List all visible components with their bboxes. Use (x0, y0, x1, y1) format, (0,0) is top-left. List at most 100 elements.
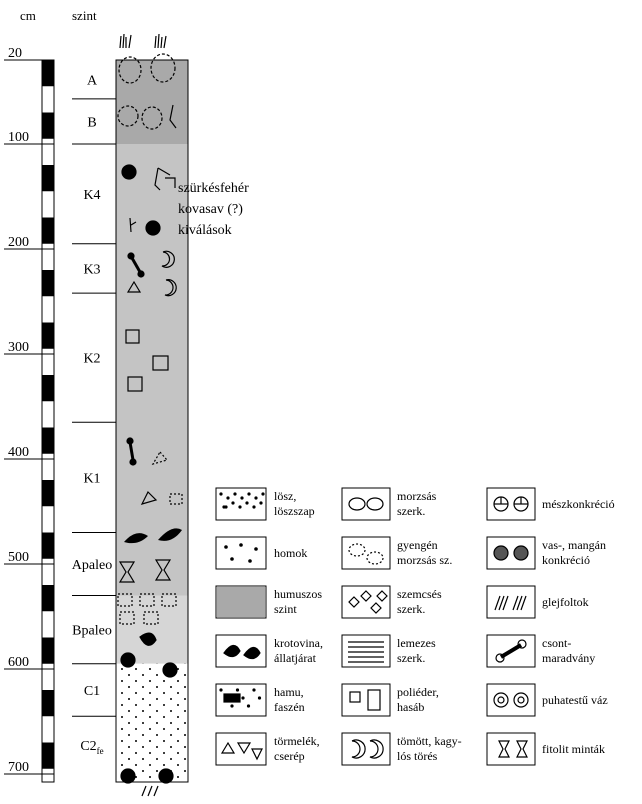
legend-item: glejfoltok (486, 585, 589, 619)
fitolit-symbol-part (498, 740, 510, 758)
krotovina-symbol-part (223, 644, 241, 658)
puhatestu-symbol-part (517, 696, 525, 704)
legend-label: lösz, (274, 489, 296, 503)
scale-segment (42, 532, 54, 559)
legend-item: mészkonkréció (486, 487, 615, 521)
legend-label: szerk. (397, 651, 425, 665)
loess-horizon-fill (116, 144, 188, 596)
scale-segment (42, 112, 54, 139)
csont-symbol-part (499, 643, 523, 659)
conchoidal-fracture-icon (161, 250, 175, 268)
scale-segment (42, 270, 54, 297)
depth-tick-label: 400 (8, 445, 29, 460)
hamu-symbol-part (257, 696, 262, 700)
soil-column-frame (115, 59, 189, 783)
legend-swatch (341, 536, 391, 570)
polieder-symbol-part (349, 691, 361, 703)
horizon-label: K3 (83, 262, 100, 277)
puhatestu-symbol-part (497, 696, 505, 704)
depth-unit-label: cm (20, 8, 36, 23)
legend-swatch (486, 732, 536, 766)
column-symbols (117, 33, 183, 797)
puhatestu-symbol-part (513, 692, 529, 708)
hamu-symbol-part (252, 688, 256, 692)
legend-swatch (341, 487, 391, 521)
silica-precipitate-icon (154, 167, 171, 191)
legend-item: lösz,löszszap (215, 487, 315, 521)
horizon-label: A (87, 73, 98, 88)
losz-symbol-part (254, 496, 258, 500)
tormelek-symbol-part (236, 742, 252, 755)
scale-segment (42, 690, 54, 717)
debris-icon (126, 280, 142, 293)
szemcses-symbol-part (370, 602, 382, 614)
legend-label: faszén (274, 700, 305, 714)
legend-label: morzsás sz. (397, 553, 452, 567)
legend-label: csont- (542, 636, 571, 650)
conchoidal-fracture-icon (164, 279, 177, 297)
losz-symbol-part (219, 492, 223, 496)
annotation-leader (165, 177, 176, 188)
legend-label: szemcsés (397, 587, 442, 601)
homok-symbol-part (239, 543, 243, 547)
legend-label: szerk. (397, 504, 425, 518)
tomott-symbol-part (351, 739, 366, 759)
glejfolt-symbol-part (520, 595, 527, 611)
legend-label: konkréció (542, 553, 590, 567)
scale-segment (42, 60, 54, 87)
horizon-label: Apaleo (72, 558, 112, 573)
legend-item: krotovina,állatjárat (215, 634, 323, 668)
ash-icon (169, 493, 183, 505)
fe-mn-concretion-icon (120, 652, 178, 784)
legend-label: gyengén (397, 538, 438, 552)
debris-icon (151, 450, 169, 465)
losz-symbol-part (238, 505, 242, 509)
annotation-line: szürkésfehér (178, 181, 249, 196)
krotovina-symbol-part (243, 646, 261, 660)
horizon-label: Bpaleo (72, 624, 112, 639)
scale-segment (42, 375, 54, 402)
depth-tick-label: 200 (8, 235, 29, 250)
hamu-symbol-part (223, 693, 241, 703)
legend-swatch (215, 536, 267, 570)
losz-symbol-part (233, 492, 237, 496)
hamu-symbol-part (241, 696, 245, 700)
scale-segment (42, 637, 54, 664)
legend-label: tömött, kagy- (397, 734, 462, 748)
homok-symbol-part (230, 557, 234, 561)
scale-segment (42, 742, 54, 769)
legend-item: poliéder,hasáb (341, 683, 439, 717)
tomott-symbol-part (369, 739, 384, 759)
hamu-symbol-part (235, 688, 240, 692)
legend-label: szerk. (397, 602, 425, 616)
legend-item: fitolit minták (486, 732, 605, 766)
legend-item: homok (215, 536, 307, 570)
losz-symbol-part (231, 501, 235, 505)
depth-tick-label: 700 (8, 760, 29, 775)
scale-segment (42, 322, 54, 349)
bone-icon (126, 437, 137, 466)
legend-label: lemezes (397, 636, 436, 650)
legend-label: löszszap (274, 504, 315, 518)
krotovina-icon (139, 632, 157, 646)
humus-horizon-fill (116, 60, 188, 144)
legend-label: morzsás (397, 489, 437, 503)
legend-item: csont-maradvány (486, 634, 595, 668)
depth-tick-label: 500 (8, 550, 29, 565)
scale-segment (42, 165, 54, 192)
scale-segment (42, 585, 54, 612)
hamu-symbol-part (230, 704, 234, 708)
humusz-symbol-part (217, 587, 265, 617)
losz-symbol-part (259, 501, 263, 505)
szemcses-symbol-part (360, 590, 372, 602)
weak-crumb-structure-icon (117, 593, 177, 625)
krotovina-icon (124, 528, 182, 544)
homok-symbol-part (224, 545, 228, 549)
hamu-symbol-part (219, 688, 223, 692)
scale-segment (42, 427, 54, 454)
horizon-label: K1 (83, 471, 100, 486)
horizon-boundaries (72, 98, 116, 717)
